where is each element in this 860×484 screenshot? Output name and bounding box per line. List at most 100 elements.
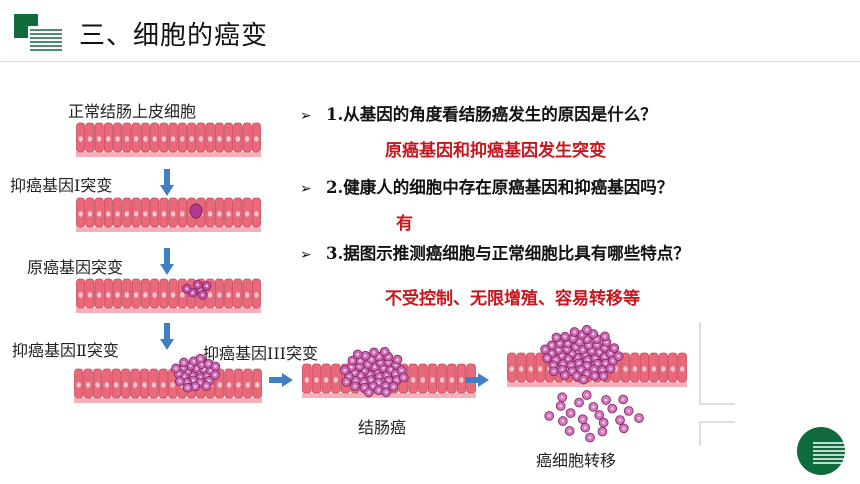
cancer-cell-nucleus bbox=[563, 373, 567, 377]
cell-nucleus bbox=[78, 136, 83, 142]
tissue-metastasis-strip bbox=[507, 324, 687, 443]
cell-nucleus bbox=[161, 211, 167, 217]
cell-nucleus bbox=[217, 211, 222, 217]
cancer-cell-nucleus bbox=[182, 375, 186, 378]
cancer-cell-nucleus bbox=[574, 345, 578, 349]
cancer-cell-nucleus bbox=[207, 362, 211, 366]
cancer-cell-nucleus bbox=[182, 361, 186, 364]
cancer-cell-nucleus bbox=[597, 413, 601, 417]
cancer-cell-nucleus bbox=[585, 364, 589, 368]
cancer-cell-nucleus bbox=[363, 354, 367, 358]
cancer-cell-nucleus bbox=[191, 379, 195, 382]
cell-nucleus bbox=[161, 382, 166, 388]
cancer-cell-nucleus bbox=[595, 362, 599, 366]
cell-nucleus bbox=[449, 377, 455, 383]
cell-nucleus bbox=[333, 377, 339, 383]
cancer-cell-nucleus bbox=[198, 381, 202, 385]
cancer-cell-nucleus bbox=[582, 378, 585, 381]
cancer-cell-nucleus bbox=[603, 334, 607, 338]
cancer-cell-nucleus bbox=[598, 350, 601, 354]
cell-nucleus bbox=[207, 292, 213, 298]
tissue-polyp-strip bbox=[74, 353, 262, 403]
cancer-cell-nucleus bbox=[204, 384, 208, 388]
cancer-cell-nucleus bbox=[612, 346, 616, 350]
cancer-cell-nucleus bbox=[609, 367, 612, 371]
cancer-cell-nucleus bbox=[394, 372, 398, 376]
cell-nucleus bbox=[217, 382, 222, 388]
cancer-cell-nucleus bbox=[585, 393, 589, 397]
label-suppressor-mutation-1: 抑癌基因Ⅰ突变 bbox=[10, 176, 113, 195]
cell-nucleus bbox=[124, 292, 130, 298]
cell-nucleus bbox=[124, 136, 130, 142]
cell-nucleus bbox=[133, 136, 139, 142]
cancer-cell-nucleus bbox=[384, 384, 388, 388]
cancer-cell-nucleus bbox=[560, 354, 563, 358]
basement-membrane bbox=[76, 227, 261, 232]
cell-nucleus bbox=[236, 382, 241, 388]
cell-nucleus bbox=[170, 136, 176, 142]
question-2-text: 2.健康人的细胞中存在原癌基因和抑癌基因吗？ bbox=[326, 178, 674, 197]
answer-3: 不受控制、无限增殖、容易转移等 bbox=[385, 289, 640, 309]
cell-nucleus bbox=[96, 211, 102, 217]
cancer-cell-nucleus bbox=[601, 430, 604, 433]
cancer-cell-nucleus bbox=[560, 395, 564, 399]
cancer-cell-nucleus bbox=[387, 379, 391, 382]
cancer-cell-nucleus bbox=[343, 368, 347, 372]
cancer-cell-nucleus bbox=[617, 354, 620, 358]
cancer-cell-nucleus bbox=[209, 369, 213, 372]
cancer-cell-nucleus bbox=[359, 374, 362, 378]
cancer-cell-nucleus bbox=[195, 366, 198, 370]
cell-nucleus bbox=[76, 382, 81, 388]
cell-nucleus bbox=[180, 211, 185, 217]
label-suppressor-mutation-2: 抑癌基因Ⅱ突变 bbox=[12, 341, 119, 360]
answer-2: 有 bbox=[396, 214, 413, 234]
cancer-cell-nucleus bbox=[583, 426, 587, 430]
header-divider bbox=[0, 61, 860, 62]
cancer-cell-nucleus bbox=[611, 359, 615, 363]
cancer-cell-nucleus bbox=[558, 341, 561, 345]
cell-nucleus bbox=[180, 292, 185, 298]
cancer-cell-nucleus bbox=[602, 421, 606, 424]
cancer-cell-nucleus bbox=[569, 364, 573, 367]
cell-nucleus bbox=[528, 366, 533, 372]
cancer-cell-nucleus bbox=[577, 401, 581, 404]
cancer-cell-nucleus bbox=[569, 411, 573, 415]
cell-nucleus bbox=[661, 366, 666, 372]
cancer-cell-nucleus bbox=[592, 405, 595, 409]
cell-nucleus bbox=[244, 292, 250, 298]
label-normal-epithelium: 正常结肠上皮细胞 bbox=[68, 102, 197, 121]
cell-nucleus bbox=[254, 211, 259, 217]
cell-nucleus bbox=[651, 366, 657, 372]
cell-nucleus bbox=[244, 136, 250, 142]
cancer-cell-nucleus bbox=[400, 368, 404, 372]
cancer-cell-nucleus bbox=[561, 419, 565, 423]
cancer-cell-nucleus bbox=[377, 355, 381, 359]
cancer-cell-nucleus bbox=[191, 291, 194, 295]
cell-nucleus bbox=[670, 366, 675, 372]
cell-nucleus bbox=[226, 292, 231, 298]
cell-nucleus bbox=[133, 292, 139, 298]
cell-nucleus bbox=[680, 366, 685, 372]
cancer-cell-nucleus bbox=[192, 359, 196, 363]
cancer-cell-nucleus bbox=[363, 386, 366, 390]
cell-nucleus bbox=[235, 292, 241, 298]
cancer-cell-nucleus bbox=[213, 365, 217, 368]
cancer-cell-nucleus bbox=[186, 386, 190, 390]
arrow-down-icon bbox=[160, 248, 174, 275]
cell-nucleus bbox=[161, 136, 167, 142]
cell-nucleus bbox=[85, 382, 91, 388]
cell-nucleus bbox=[78, 211, 83, 217]
basement-membrane bbox=[74, 398, 262, 403]
cancer-cell-nucleus bbox=[580, 333, 584, 337]
cancer-cell-nucleus bbox=[552, 369, 556, 373]
cancer-cell-nucleus bbox=[350, 359, 354, 362]
cell-nucleus bbox=[96, 136, 102, 142]
cancer-cell-nucleus bbox=[193, 384, 197, 388]
cancer-cell-nucleus bbox=[198, 357, 202, 361]
cancer-cell-nucleus bbox=[593, 374, 597, 378]
cell-nucleus bbox=[87, 211, 93, 217]
cell-nucleus bbox=[87, 136, 93, 142]
basement-membrane bbox=[507, 382, 687, 387]
cancer-cell-nucleus bbox=[595, 337, 599, 341]
bullet-arrow-icon: ➢ bbox=[300, 181, 312, 197]
